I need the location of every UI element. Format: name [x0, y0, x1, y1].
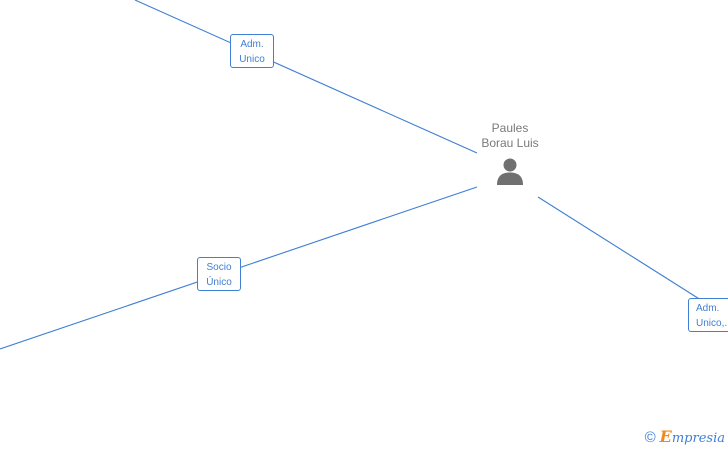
edge-right — [537, 196, 713, 308]
relation-label-line2: Unico — [239, 54, 265, 65]
person-name: Paules Borau Luis — [470, 121, 550, 151]
copyright-icon: © — [644, 429, 656, 446]
relation-label-socio-unico[interactable]: Socio Único — [197, 257, 241, 291]
relation-label-line2: Único — [206, 277, 232, 288]
relation-label-line1: Adm. — [240, 39, 264, 50]
brand-logo-initial: E — [659, 427, 672, 446]
footer-brand: © Empresia — [644, 429, 725, 447]
relation-label-adm-unico[interactable]: Adm. Unico — [230, 34, 274, 68]
person-name-line1: Paules — [491, 121, 529, 135]
person-icon — [497, 158, 523, 185]
relation-label-adm-unico-right[interactable]: Adm. Unico,.. — [688, 298, 728, 332]
relation-label-line1: Adm. — [696, 303, 720, 314]
edge-top-left — [134, 0, 478, 154]
brand-logo-text: mpresia — [671, 431, 725, 446]
person-node-paules-borau-luis[interactable]: Paules Borau Luis — [470, 121, 550, 186]
brand-logo: Empresia — [660, 429, 725, 447]
relation-label-line1: Socio — [206, 262, 232, 273]
person-name-line2: Borau Luis — [481, 136, 539, 150]
relation-label-line2: Unico,.. — [696, 318, 728, 329]
